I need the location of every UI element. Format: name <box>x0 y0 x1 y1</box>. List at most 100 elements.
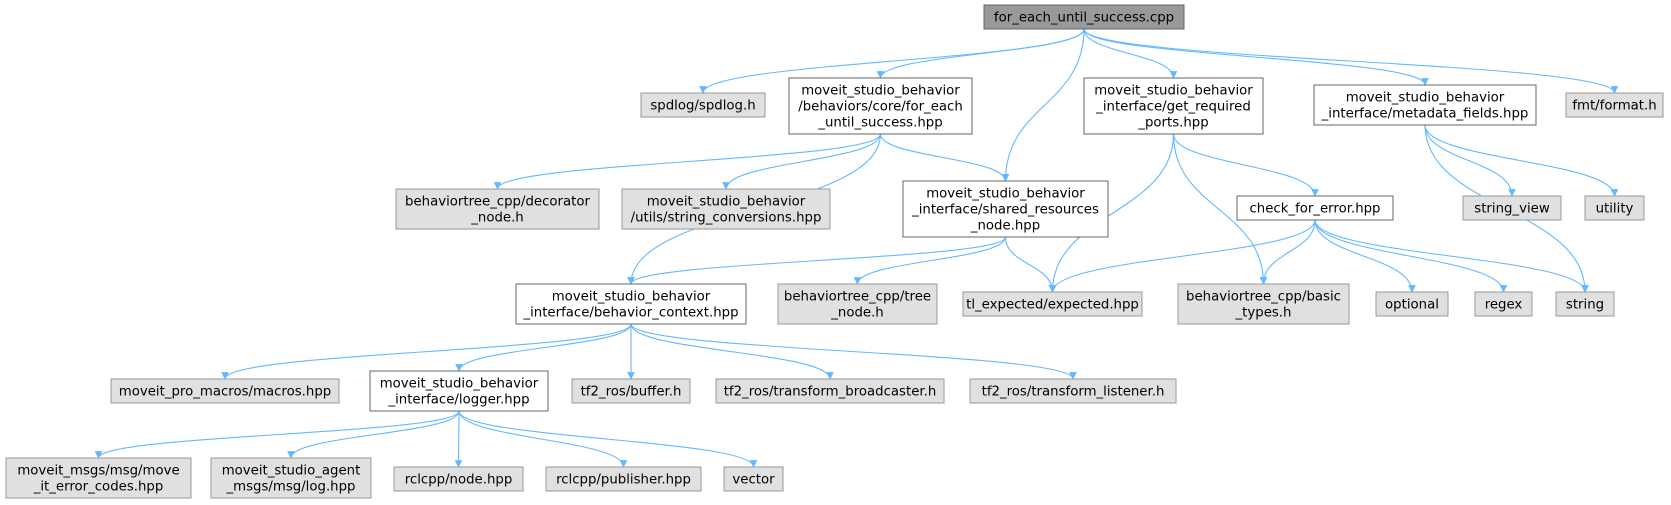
node-box <box>640 92 766 118</box>
node-check-err[interactable]: check_for_error.hpp <box>1236 195 1394 221</box>
node-rclcpp-node: rclcpp/node.hpp <box>393 466 524 492</box>
edge-metadata-to-utility <box>1424 124 1619 197</box>
node-tf2-buffer: tf2_ros/buffer.h <box>571 378 691 404</box>
node-label: _it_error_codes.hpp <box>33 480 164 495</box>
node-box <box>1474 291 1533 317</box>
node-feus-hpp[interactable]: moveit_studio_behavior/behaviors/core/fo… <box>788 77 973 135</box>
node-label: for_each_until_success.cpp <box>994 11 1174 26</box>
node-label: moveit_studio_behavior <box>647 195 806 210</box>
node-box <box>571 378 691 404</box>
node-label: _node.hpp <box>970 219 1040 234</box>
node-label: moveit_msgs/msg/move <box>17 464 179 479</box>
node-box <box>393 466 524 492</box>
node-label: _interface/get_required <box>1095 100 1251 115</box>
edge-logger-to-rclcpp_node <box>454 410 463 468</box>
node-tf2-listen: tf2_ros/transform_listener.h <box>969 378 1177 404</box>
edge-check_err-to-tl_expected <box>1048 219 1316 293</box>
edge-shared-to-behavior_ctx <box>627 236 1007 285</box>
node-label: _node.h <box>830 306 884 321</box>
node-label: moveit_pro_macros/macros.hpp <box>119 385 331 400</box>
node-label: behaviortree_cpp/decorator <box>405 195 590 210</box>
edge-feus_hpp-to-string_conv <box>722 133 882 190</box>
node-label: tf2_ros/buffer.h <box>581 385 682 400</box>
node-box <box>1584 195 1645 221</box>
dependency-edges <box>94 28 1619 468</box>
node-box <box>369 370 549 412</box>
node-label: _interface/metadata_fields.hpp <box>1321 107 1529 122</box>
node-label: rclcpp/node.hpp <box>405 473 513 488</box>
node-label: string_view <box>1474 202 1550 217</box>
node-tl-expected: tl_expected/expected.hpp <box>962 291 1143 317</box>
node-label: /utils/string_conversions.hpp <box>631 211 822 226</box>
node-string: string <box>1555 291 1615 317</box>
node-label: vector <box>732 473 775 488</box>
node-label: tl_expected/expected.hpp <box>966 298 1139 313</box>
node-label: check_for_error.hpp <box>1249 202 1380 217</box>
node-box <box>983 4 1185 30</box>
node-metadata[interactable]: moveit_studio_behavior_interface/metadat… <box>1313 84 1537 126</box>
node-box <box>210 457 372 499</box>
node-label: moveit_studio_behavior <box>926 187 1085 202</box>
edge-metadata-to-string_view <box>1424 124 1516 197</box>
node-box <box>777 283 938 325</box>
node-shared[interactable]: moveit_studio_behavior_interface/shared_… <box>902 180 1109 238</box>
edge-check_err-to-regex <box>1314 219 1508 293</box>
node-box <box>962 291 1143 317</box>
edge-get_req-to-check_err <box>1172 133 1319 197</box>
node-label: moveit_studio_behavior <box>552 290 711 305</box>
node-box <box>715 378 945 404</box>
node-behavior-ctx[interactable]: moveit_studio_behavior_interface/behavio… <box>515 283 747 325</box>
edge-root-to-fmt <box>1083 28 1619 94</box>
node-box <box>723 466 784 492</box>
edge-feus_hpp-to-shared <box>879 133 1010 182</box>
node-label: moveit_studio_behavior <box>380 377 539 392</box>
node-label: _interface/shared_resources <box>911 203 1099 218</box>
node-label: optional <box>1385 298 1439 313</box>
node-box <box>1083 77 1264 135</box>
node-box <box>1375 291 1449 317</box>
node-label: _ports.hpp <box>1137 116 1208 131</box>
node-tf2-bcast: tf2_ros/transform_broadcaster.h <box>715 378 945 404</box>
node-root[interactable]: for_each_until_success.cpp <box>983 4 1185 30</box>
edge-root-to-get_req <box>1083 28 1178 79</box>
node-logger[interactable]: moveit_studio_behavior_interface/logger.… <box>369 370 549 412</box>
edge-behavior_ctx-to-macros <box>221 323 632 380</box>
node-optional: optional <box>1375 291 1449 317</box>
node-fmt: fmt/format.h <box>1565 92 1664 118</box>
node-utility: utility <box>1584 195 1645 221</box>
node-label: tf2_ros/transform_broadcaster.h <box>724 385 937 400</box>
node-get-req[interactable]: moveit_studio_behavior_interface/get_req… <box>1083 77 1264 135</box>
edge-feus_hpp-to-decorator <box>493 133 882 190</box>
node-label: utility <box>1596 202 1634 217</box>
node-box <box>5 457 192 499</box>
node-box <box>110 378 340 404</box>
node-label: moveit_studio_behavior <box>1346 91 1505 106</box>
node-spdlog: spdlog/spdlog.h <box>640 92 766 118</box>
node-label: _interface/behavior_context.hpp <box>522 306 738 321</box>
node-label: _msgs/msg/log.hpp <box>226 480 356 495</box>
node-label: tf2_ros/transform_listener.h <box>982 385 1165 400</box>
edge-root-to-shared <box>1001 28 1085 182</box>
edge-logger-to-agent_log <box>287 410 460 459</box>
node-box <box>902 180 1109 238</box>
edge-shared-to-tree_node <box>853 236 1007 285</box>
node-box <box>1555 291 1615 317</box>
edge-logger-to-move_it_err <box>94 410 460 459</box>
edge-check_err-to-optional <box>1314 219 1416 293</box>
node-label: _node.h <box>470 211 524 226</box>
edge-check_err-to-string <box>1314 219 1589 293</box>
edge-root-to-metadata <box>1083 28 1429 86</box>
node-label: regex <box>1485 298 1523 313</box>
node-label: fmt/format.h <box>1572 99 1656 114</box>
edge-behavior_ctx-to-tf2_bcast <box>630 323 834 380</box>
node-vector: vector <box>723 466 784 492</box>
edge-logger-to-vector <box>458 410 758 468</box>
node-decorator: behaviortree_cpp/decorator_node.h <box>395 188 600 230</box>
edge-get_req-to-tl_expected <box>1048 133 1175 293</box>
node-label: rclcpp/publisher.hpp <box>556 473 691 488</box>
node-box <box>1565 92 1664 118</box>
node-box <box>1177 283 1350 325</box>
node-label: moveit_studio_behavior <box>1094 84 1253 99</box>
node-box <box>969 378 1177 404</box>
